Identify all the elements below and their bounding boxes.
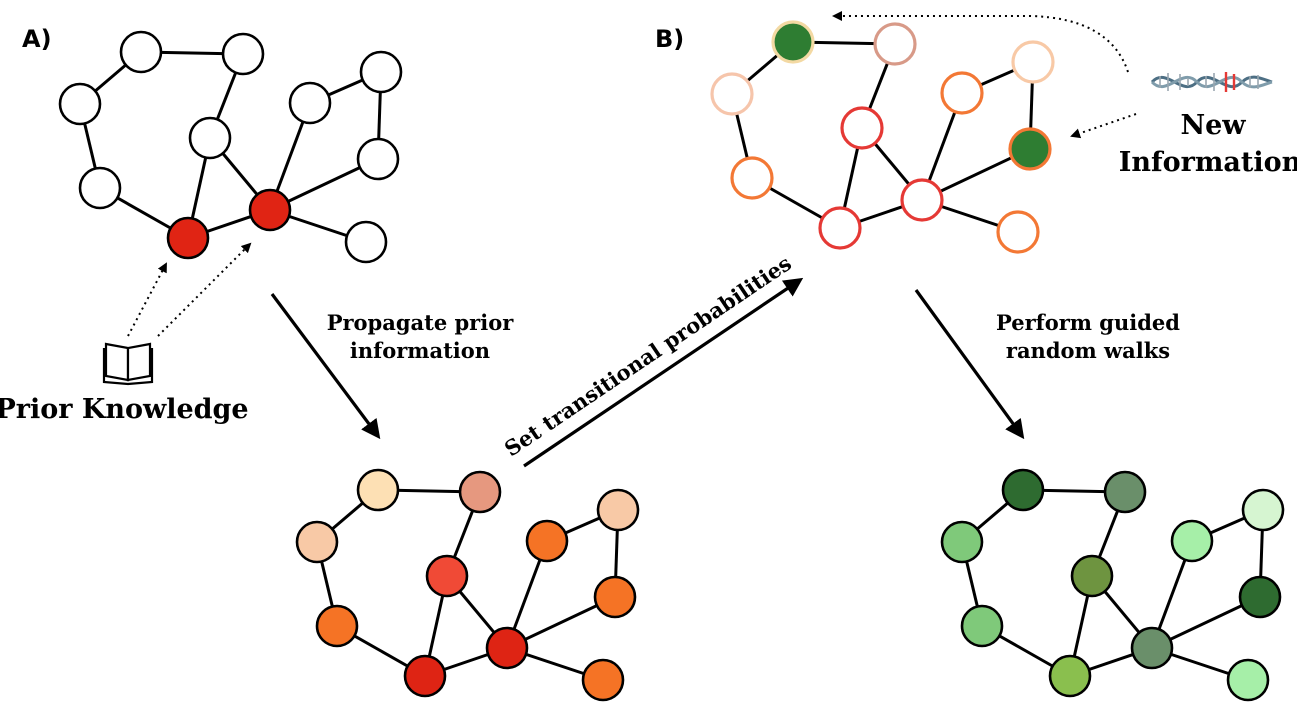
walks-node (1070, 554, 1114, 598)
transitional-node (873, 22, 917, 66)
transitional-node (900, 178, 944, 222)
walks-node (1226, 658, 1270, 702)
random-walk-network (940, 468, 1285, 702)
propagated-node (458, 470, 502, 514)
new-info-arrow-top (832, 11, 1129, 73)
prior-node (78, 166, 122, 210)
propagate-label-line2: information (350, 338, 490, 363)
prior-node (58, 82, 102, 126)
transitional-node (730, 156, 774, 200)
prior-knowledge-label: Prior Knowledge (0, 394, 249, 425)
walks-node (1170, 519, 1214, 563)
walks-node (1001, 468, 1045, 512)
transitional-node (1008, 127, 1052, 171)
walks-label-line1: Perform guided (996, 310, 1180, 335)
walks-node (940, 520, 984, 564)
new-info-label-line1: New (1180, 110, 1246, 141)
walks-node (1103, 470, 1147, 514)
prior-network (58, 30, 403, 264)
transitional-node (771, 20, 815, 64)
transitional-node (1011, 40, 1055, 84)
transitional-node (710, 72, 754, 116)
propagated-node (581, 658, 625, 702)
propagated-node (525, 519, 569, 563)
propagated-node (315, 604, 359, 648)
walks-node (1130, 626, 1174, 670)
random-walk-arrow (914, 289, 1025, 440)
prior-node (288, 81, 332, 125)
walks-node (960, 604, 1004, 648)
propagated-node (485, 626, 529, 670)
prior-node (344, 220, 388, 264)
walks-label-line2: random walks (1006, 338, 1170, 363)
new-info-label-line2: Information (1119, 147, 1297, 178)
prior-node (188, 116, 232, 160)
transitional-arrow (523, 277, 804, 468)
panel-label-b: B) (655, 25, 684, 53)
transitional-node (940, 71, 984, 115)
transitional-node (840, 106, 884, 150)
panel-label-a: A) (22, 25, 52, 53)
propagate-arrow (270, 293, 381, 440)
propagated-node (425, 554, 469, 598)
prior-arrow-2 (157, 242, 252, 337)
open-book-icon (102, 342, 154, 386)
propagate-label-line1: Propagate prior (327, 310, 515, 335)
prior-node (166, 216, 210, 260)
transitional-node (996, 210, 1040, 254)
propagated-node (593, 575, 637, 619)
new-info-arrow-node (1070, 113, 1137, 139)
propagated-node (403, 654, 447, 698)
propagated-node (596, 488, 640, 532)
dna-helix-icon (1150, 72, 1273, 92)
transitional-node (818, 206, 862, 250)
propagated-network (295, 468, 640, 702)
walks-node (1238, 575, 1282, 619)
walks-node (1241, 488, 1285, 532)
transitional-network (710, 20, 1055, 254)
propagated-node (356, 468, 400, 512)
propagated-node (295, 520, 339, 564)
transitional-label: Set transitional probabilities (500, 250, 796, 461)
prior-node (119, 30, 163, 74)
prior-arrow-1 (127, 262, 167, 337)
prior-node (221, 32, 265, 76)
prior-node (356, 137, 400, 181)
prior-node (248, 188, 292, 232)
prior-node (359, 50, 403, 94)
walks-node (1048, 654, 1092, 698)
